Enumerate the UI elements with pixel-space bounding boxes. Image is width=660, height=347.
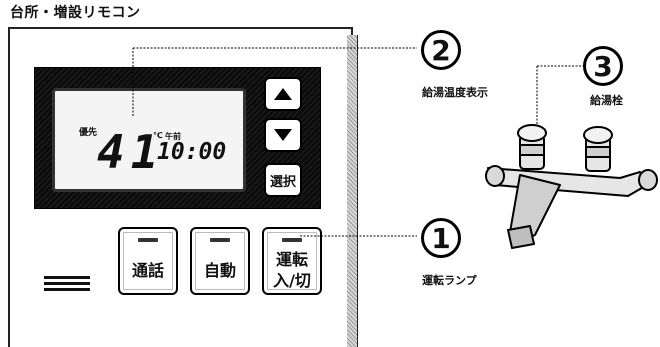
callout-1: 1 bbox=[421, 218, 461, 258]
callout-3: 3 bbox=[583, 46, 623, 86]
run-lamp bbox=[282, 238, 302, 242]
diagram-title: 台所・増設リモコン bbox=[10, 5, 141, 21]
select-button[interactable]: 選択 bbox=[264, 163, 302, 197]
auto-button[interactable]: 自動 bbox=[190, 227, 250, 295]
panel-side-shading bbox=[347, 35, 358, 347]
down-button[interactable] bbox=[264, 118, 302, 152]
triangle-up-icon bbox=[274, 88, 292, 100]
lcd-screen: 優先 41 ℃ 午前 10:00 bbox=[52, 88, 246, 192]
run-button-label-line2: 入/切 bbox=[273, 271, 311, 290]
select-button-label: 選択 bbox=[269, 174, 296, 190]
faucet-illustration bbox=[485, 124, 658, 249]
triangle-down-icon bbox=[274, 129, 292, 141]
callout-3-label: 給湯栓 bbox=[590, 94, 623, 107]
clock-readout: 10:00 bbox=[157, 139, 227, 165]
callout-1-label: 運転ランプ bbox=[422, 274, 477, 287]
call-button[interactable]: 通話 bbox=[118, 227, 178, 295]
call-lamp bbox=[138, 238, 158, 242]
am-indicator: 午前 bbox=[165, 132, 181, 141]
temperature-unit: ℃ bbox=[153, 131, 163, 140]
callout-2: 2 bbox=[421, 30, 461, 70]
run-button[interactable]: 運転 入/切 bbox=[262, 227, 322, 295]
run-button-label-line1: 運転 bbox=[275, 250, 308, 269]
auto-button-label: 自動 bbox=[203, 261, 236, 280]
temperature-readout: 41 bbox=[97, 125, 165, 179]
auto-lamp bbox=[210, 238, 230, 242]
up-button[interactable] bbox=[264, 77, 302, 111]
callout-2-label: 給湯温度表示 bbox=[422, 86, 488, 99]
call-button-label: 通話 bbox=[131, 261, 164, 280]
priority-indicator: 優先 bbox=[79, 128, 98, 138]
